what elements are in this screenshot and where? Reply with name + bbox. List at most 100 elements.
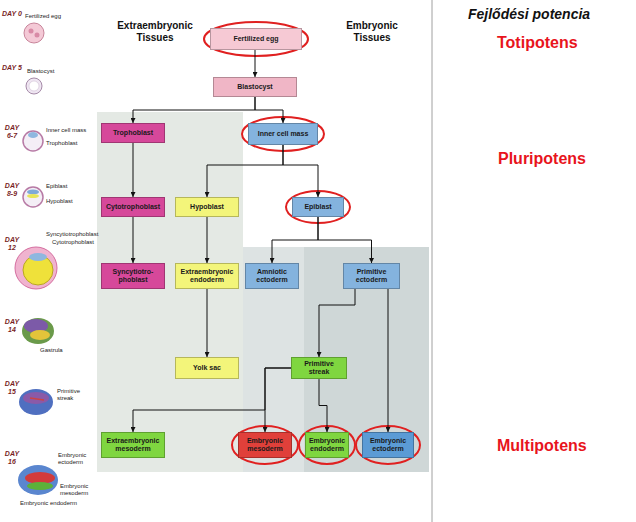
highlight-ring bbox=[204, 22, 308, 56]
flow-arrow bbox=[318, 217, 372, 263]
gastrula-layer bbox=[30, 330, 50, 340]
inner-cell-mass-figure bbox=[28, 132, 38, 138]
tissue-box: Cytotrophoblast bbox=[101, 197, 165, 217]
day-label: DAY 5 bbox=[2, 64, 22, 72]
column-title: Fejlődési potencia bbox=[468, 6, 590, 22]
day-label: DAY 8-9 bbox=[2, 182, 22, 197]
potency-label: Multipotens bbox=[497, 437, 587, 455]
tissue-box: Embryonic ectoderm bbox=[362, 432, 414, 458]
figure-label: Inner cell mass bbox=[46, 127, 86, 134]
box-text: Amniotic ectoderm bbox=[248, 268, 296, 284]
epiblast-figure bbox=[27, 190, 39, 195]
gastrula-figure bbox=[22, 318, 54, 344]
day-label: DAY 6-7 bbox=[2, 124, 22, 139]
flow-arrow bbox=[319, 289, 355, 357]
tissue-box: Embryonic mesoderm bbox=[238, 432, 292, 458]
box-text: Cytotrophoblast bbox=[106, 203, 160, 211]
box-text: Fertilized egg bbox=[233, 35, 278, 43]
figure-label: Trophoblast bbox=[46, 140, 77, 147]
tissue-box: Inner cell mass bbox=[248, 123, 318, 145]
day-label: DAY 12 bbox=[2, 236, 22, 251]
box-text: Primitive ectoderm bbox=[346, 268, 397, 284]
flow-arrow bbox=[207, 289, 208, 357]
endoderm-layer bbox=[27, 482, 53, 490]
tissue-box: Primitive ectoderm bbox=[343, 263, 400, 289]
flow-arrow bbox=[255, 97, 283, 123]
figure-label: Embryonic endoderm bbox=[20, 500, 77, 507]
hypoblast-figure bbox=[27, 194, 39, 198]
box-text: Embryonic mesoderm bbox=[241, 437, 289, 453]
amnion-figure bbox=[29, 253, 47, 261]
box-text: Inner cell mass bbox=[258, 130, 309, 138]
tissue-box: Embryonic endoderm bbox=[305, 432, 349, 458]
fertilized-egg-figure bbox=[24, 23, 44, 43]
box-text: Yolk sac bbox=[193, 364, 221, 372]
tissue-box: Blastocyst bbox=[213, 77, 297, 97]
flow-arrow bbox=[272, 217, 318, 263]
highlight-ring bbox=[299, 426, 355, 464]
trilaminar-disc-figure bbox=[18, 465, 58, 495]
potency-label: Pluripotens bbox=[498, 150, 586, 168]
blastocyst-figure bbox=[26, 78, 42, 94]
figure-label: Fertilized egg bbox=[25, 13, 61, 20]
pronucleus bbox=[29, 29, 34, 34]
tissue-box: Trophoblast bbox=[101, 123, 165, 143]
flow-arrow bbox=[207, 145, 283, 197]
day-label: DAY 14 bbox=[2, 318, 22, 333]
tissue-box: Extraembryonic endoderm bbox=[175, 263, 239, 289]
column-header: Extraembryonic Tissues bbox=[110, 20, 200, 43]
flow-arrow bbox=[133, 97, 255, 123]
box-text: Embryonic endoderm bbox=[308, 437, 346, 453]
tissue-box: Fertilized egg bbox=[210, 28, 302, 50]
divider-line bbox=[432, 0, 433, 522]
highlight-ring bbox=[356, 426, 420, 464]
flow-arrow bbox=[265, 368, 291, 432]
day-label: DAY 16 bbox=[2, 450, 22, 465]
tissue-box: Extraembryonic mesoderm bbox=[101, 432, 165, 458]
embryo-figure bbox=[23, 187, 43, 207]
box-text: Primitive streak bbox=[294, 360, 344, 376]
figure-label: Primitive streak bbox=[57, 388, 87, 401]
tissue-box: Yolk sac bbox=[175, 357, 239, 379]
column-header: Embryonic Tissues bbox=[336, 20, 408, 43]
trophoblast-ring bbox=[15, 247, 57, 289]
day-label: DAY 15 bbox=[2, 380, 22, 395]
box-text: Extraembryonic endoderm bbox=[178, 268, 236, 284]
potency-label: Totipotens bbox=[497, 34, 578, 52]
figure-label: Epiblast bbox=[46, 183, 67, 190]
box-text: Blastocyst bbox=[237, 83, 272, 91]
figure-label: Hypoblast bbox=[46, 198, 73, 205]
extraembryonic-panel bbox=[97, 112, 243, 472]
highlight-ring bbox=[232, 426, 298, 464]
tissue-box: Amniotic ectoderm bbox=[245, 263, 299, 289]
tissue-box: Hypoblast bbox=[175, 197, 239, 217]
figure-label: Embryonic ectoderm bbox=[58, 452, 92, 465]
figure-label: Syncytiotrophoblast bbox=[46, 231, 98, 238]
tissue-box: Syncytiotro- phoblast bbox=[101, 263, 165, 289]
day-label: DAY 0 bbox=[2, 10, 22, 18]
figure-label: Gastrula bbox=[40, 347, 63, 354]
trophoblast-figure bbox=[23, 131, 43, 151]
pronucleus bbox=[35, 33, 40, 38]
flow-arrow bbox=[133, 217, 134, 263]
embryo-disc-figure bbox=[19, 389, 53, 415]
blastocoel bbox=[29, 81, 39, 91]
flow-arrow bbox=[283, 145, 318, 197]
figure-label: Blastocyst bbox=[27, 68, 54, 75]
box-text: Extraembryonic mesoderm bbox=[104, 437, 162, 453]
tissue-box: Epiblast bbox=[292, 197, 344, 217]
embryo-disc-layer bbox=[23, 392, 49, 404]
box-text: Epiblast bbox=[304, 203, 331, 211]
box-text: Embryonic ectoderm bbox=[365, 437, 411, 453]
flow-arrow bbox=[255, 50, 256, 77]
figure-label: Cytotrophoblast bbox=[52, 239, 94, 246]
box-text: Trophoblast bbox=[113, 129, 153, 137]
tissue-box: Primitive streak bbox=[291, 357, 347, 379]
figure-label: Embryonic mesoderm bbox=[60, 483, 94, 496]
flow-arrow bbox=[319, 379, 327, 432]
primitive-streak-figure bbox=[30, 398, 44, 400]
box-text: Syncytiotro- phoblast bbox=[104, 268, 162, 284]
flow-arrow bbox=[388, 289, 389, 432]
flow-arrow bbox=[133, 143, 134, 197]
